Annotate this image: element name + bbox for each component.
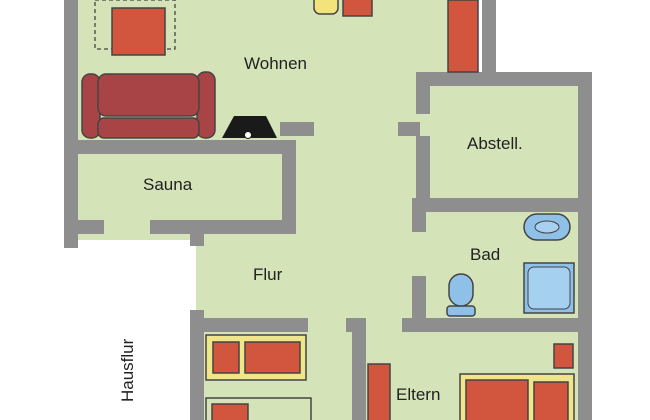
wall-sauna-top-stub [280,122,314,136]
washbasin-bowl [534,220,560,234]
walls [64,0,592,420]
wall-bad-left-upper [412,198,426,232]
wall-sauna-bottom-left [64,220,104,234]
bad-fixtures [446,213,575,317]
room-label-wohnen: Wohnen [244,54,307,73]
room-label-flur: Flur [253,265,283,284]
wall-sauna-bottom-right [150,220,296,234]
desk [211,403,249,420]
wall-top-right [482,0,496,78]
wall-sauna-top [72,140,284,154]
wall-right-outer [578,72,592,420]
sofa [81,71,216,139]
room-label-eltern: Eltern [396,385,440,404]
wall-sauna-right [282,140,296,226]
wardrobe [447,0,479,73]
stove-knob [244,131,252,139]
room-labels: Wohnen Abstell. Sauna Bad Flur Eltern Ha… [118,54,523,404]
bed-left-blanket [244,341,301,374]
toilet-bowl [448,273,474,307]
double-bed-right [533,381,569,420]
bed-left-pillow [212,341,240,374]
wall-kinder-top [190,318,308,332]
shower-tray-inner [527,266,571,310]
wall-abstell-top [420,72,592,86]
wall-abstell-bottom [416,198,586,212]
toilet-tank [446,305,476,317]
wall-flur-stub [190,226,204,246]
wall-abstell-left-upper [416,72,430,114]
room-label-sauna: Sauna [143,175,193,194]
wall-lower-left [190,310,204,420]
nightstand [553,343,574,369]
room-label-bad: Bad [470,245,500,264]
wall-abstell-door-stub [398,122,420,136]
double-bed-left [465,379,529,420]
eltern-furniture [367,343,575,420]
sofa-seat [97,117,200,139]
eltern-wardrobe [367,363,391,420]
room-label-abstell: Abstell. [467,134,523,153]
lamp [313,0,339,15]
stove [222,116,277,138]
wohnen-furniture [81,0,479,139]
kinder-furniture [205,334,312,420]
wall-abstell-left-lower [416,136,430,198]
wall-left-outer [64,0,78,248]
wall-bedroom-divider [352,318,366,420]
side-cabinet [342,0,373,17]
wall-eltern-top [402,318,586,332]
armchair [111,7,166,56]
sofa-back [97,73,200,117]
room-label-hausflur: Hausflur [118,338,137,402]
